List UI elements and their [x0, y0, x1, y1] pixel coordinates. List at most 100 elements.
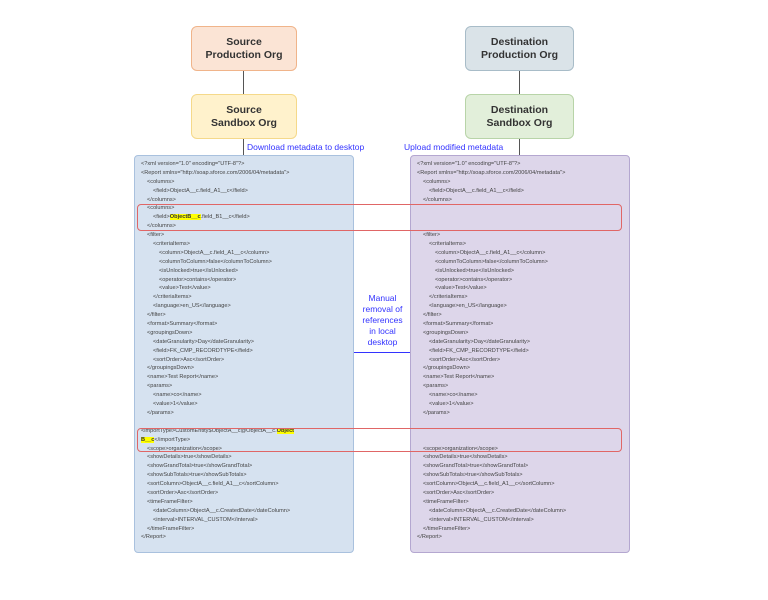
xml-line: </columns> [423, 196, 452, 203]
xml-line: <sortOrder>Asc</sortOrder> [153, 356, 225, 363]
destination-production-org-box: Destination Production Org [465, 26, 574, 71]
object-b-highlight: Object [276, 427, 295, 434]
xml-line: <columnToColumn>false</columnToColumn> [435, 258, 548, 265]
xml-line: <params> [423, 383, 449, 390]
xml-line: <?xml version="1.0" encoding="UTF-8"?> [417, 161, 521, 167]
xml-line: <filter> [147, 232, 165, 239]
xml-line: <name>Test Report</name> [147, 374, 219, 381]
xml-line: <interval>INTERVAL_CUSTOM</interval> [429, 516, 534, 523]
xml-line: <interval>INTERVAL_CUSTOM</interval> [153, 516, 258, 523]
xml-line: <timeFrameFilter> [147, 498, 193, 505]
removed-importtype-line-2: B__c</importType> [141, 436, 353, 445]
xml-line: <sortColumn>ObjectA__c.field_A1__c</sort… [147, 481, 279, 488]
xml-line: <showSubTotals>true</showSubTotals> [147, 472, 247, 479]
object-b-highlight: ObjectB__c [169, 214, 201, 221]
manual-removal-arrow [354, 352, 410, 353]
xml-line: </criteriaItems> [429, 294, 468, 301]
xml-line: <Report xmlns="http://soap.sforce.com/20… [417, 169, 566, 176]
source-production-org-box: Source Production Org [191, 26, 297, 71]
xml-line: <columnToColumn>false</columnToColumn> [159, 258, 272, 265]
xml-text: .field_B1__c</field> [200, 214, 250, 221]
xml-line: <dateGranularity>Day</dateGranularity> [153, 338, 255, 345]
xml-line: <language>en_US</language> [429, 303, 507, 310]
xml-line: </params> [423, 409, 450, 416]
xml-line: <Report xmlns="http://soap.sforce.com/20… [141, 169, 290, 176]
xml-line: <value>1</value> [153, 401, 198, 408]
xml-line: <value>Test</value> [159, 285, 211, 292]
xml-text: </importType> [154, 436, 191, 443]
xml-line: <column>ObjectA__c.field_A1__c</column> [435, 249, 546, 256]
xml-line: </groupingsDown> [147, 365, 194, 372]
xml-line: <isUnlocked>true</isUnlocked> [435, 267, 514, 274]
removed-field-line: <field>ObjectB__c.field_B1__c</field> [141, 213, 353, 222]
xml-line: <isUnlocked>true</isUnlocked> [159, 267, 238, 274]
source-sandbox-org-box: Source Sandbox Org [191, 94, 297, 139]
object-b-highlight: B__c [141, 436, 155, 443]
removed-importtype-highlight-box [137, 428, 622, 452]
xml-text: <field> [153, 214, 170, 221]
removed-columns-highlight-box [137, 204, 622, 231]
connector-src-prod-to-sandbox [243, 71, 244, 94]
xml-line: <field>FK_CMP_RECORDTYPE</field> [153, 347, 253, 354]
removed-importtype-line: <importType>CustomEntity$ObjectA__c@Obje… [141, 427, 346, 436]
xml-line: <columns> [423, 178, 451, 185]
xml-line: <scope>organization</scope> [147, 445, 222, 452]
xml-line: </columns> [147, 196, 176, 203]
xml-line: <columns> [147, 178, 175, 185]
xml-line: <field>FK_CMP_RECORDTYPE</field> [429, 347, 529, 354]
manual-removal-label: Manual removal of references in local de… [362, 293, 403, 347]
xml-line: <sortOrder>Asc</sortOrder> [147, 489, 219, 496]
xml-line: </Report> [417, 534, 442, 541]
spacer [141, 418, 353, 427]
xml-line: <criteriaItems> [429, 241, 466, 248]
xml-line: <operator>contains</operator> [159, 276, 237, 283]
destination-xml-panel: <?xml version="1.0" encoding="UTF-8"?> <R… [410, 155, 630, 553]
connector-src-sandbox-to-xml [243, 139, 244, 155]
xml-line: <sortOrder>Asc</sortOrder> [423, 489, 495, 496]
xml-line: <params> [147, 383, 173, 390]
xml-line: <showDetails>true</showDetails> [147, 454, 232, 461]
xml-text: <importType>CustomEntity$ObjectA__c@Obje… [141, 427, 277, 434]
xml-line: <scope>organization</scope> [423, 445, 498, 452]
xml-line: <format>Summary</format> [147, 321, 218, 328]
xml-line: <showSubTotals>true</showSubTotals> [423, 472, 523, 479]
xml-line: <filter> [423, 232, 441, 239]
xml-line: <?xml version="1.0" encoding="UTF-8"?> [141, 161, 245, 167]
xml-line: <name>co</name> [153, 392, 202, 399]
xml-line: <language>en_US</language> [153, 303, 231, 310]
xml-line: </timeFrameFilter> [147, 525, 195, 532]
destination-sandbox-org-box: Destination Sandbox Org [465, 94, 574, 139]
xml-line: <sortColumn>ObjectA__c.field_A1__c</sort… [423, 481, 555, 488]
xml-line: <showGrandTotal>true</showGrandTotal> [147, 463, 253, 470]
xml-line: <showDetails>true</showDetails> [423, 454, 508, 461]
xml-line: <field>ObjectA__c.field_A1__c</field> [429, 187, 524, 194]
xml-line: </criteriaItems> [153, 294, 192, 301]
xml-line: <sortOrder>Asc</sortOrder> [429, 356, 501, 363]
removed-columns-open: <columns> [147, 205, 175, 212]
xml-line: <timeFrameFilter> [423, 498, 469, 505]
download-metadata-label: Download metadata to desktop [247, 142, 365, 152]
xml-line: </groupingsDown> [423, 365, 470, 372]
xml-line: <groupingsDown> [423, 329, 469, 336]
xml-line: <showGrandTotal>true</showGrandTotal> [423, 463, 529, 470]
xml-line: <name>co</name> [429, 392, 478, 399]
xml-line: </Report> [141, 534, 166, 541]
xml-line: </filter> [423, 312, 442, 319]
xml-line: </timeFrameFilter> [423, 525, 471, 532]
source-xml-panel: <?xml version="1.0" encoding="UTF-8"?> <R… [134, 155, 354, 553]
xml-line: </params> [147, 409, 174, 416]
xml-line: <name>Test Report</name> [423, 374, 495, 381]
xml-line: <column>ObjectA__c.field_A1__c</column> [159, 249, 270, 256]
xml-line: <dateColumn>ObjectA__c.CreatedDate</date… [429, 507, 567, 514]
xml-line: </filter> [147, 312, 166, 319]
xml-line: <operator>contains</operator> [435, 276, 513, 283]
connector-xml-to-dst-sandbox [519, 139, 520, 155]
xml-line: <value>Test</value> [435, 285, 487, 292]
removed-columns-close: </columns> [147, 223, 176, 230]
xml-line: <format>Summary</format> [423, 321, 494, 328]
xml-line: <criteriaItems> [153, 241, 190, 248]
xml-line: <field>ObjectA__c.field_A1__c</field> [153, 187, 248, 194]
upload-metadata-label: Upload modified metadata [404, 142, 504, 152]
xml-line: <value>1</value> [429, 401, 474, 408]
xml-line: <dateGranularity>Day</dateGranularity> [429, 338, 531, 345]
